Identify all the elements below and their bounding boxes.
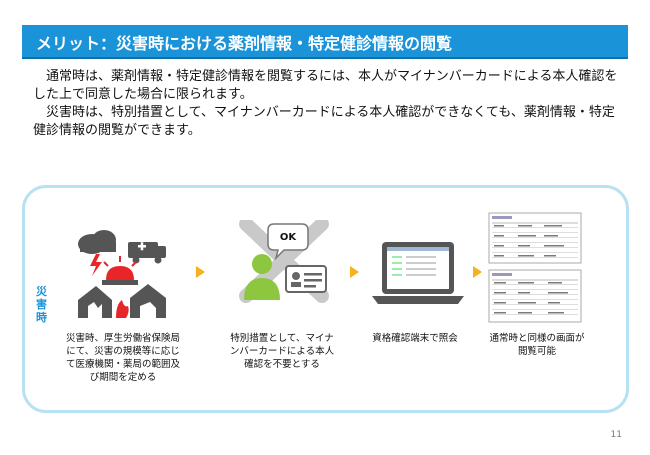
paragraph-disaster: 災害時は、特別措置として、マイナンバーカードによる本人確認ができなくても、薬剤情…: [33, 105, 615, 138]
paragraph-normal: 通常時は、薬剤情報・特定健診情報を閲覧するには、本人がマイナンバーカードによる本…: [33, 69, 618, 102]
step-4-caption: 通常時と同様の画面が閲覧可能: [489, 333, 585, 357]
flow-arrow-1: [196, 266, 205, 278]
step-1-caption: 災害時、厚生労働省保険局にて、災害の規模等に応じて医療機関・薬局の範囲及び期間を…: [65, 333, 180, 383]
page-number: 11: [610, 430, 622, 440]
screen-documents-icon: [488, 212, 582, 323]
disaster-side-label: 災害時: [36, 285, 47, 324]
step-3-caption: 資格確認端末で照会: [372, 333, 458, 344]
ok-bubble-text: OK: [279, 232, 297, 243]
flow-arrow-2: [350, 266, 359, 278]
no-card-check-icon: [239, 220, 329, 303]
page-title: メリット：災害時における薬剤情報・特定健診情報の閲覧: [36, 34, 453, 53]
title-bar: メリット：災害時における薬剤情報・特定健診情報の閲覧: [22, 25, 628, 59]
flow-arrow-3: [473, 266, 482, 278]
disaster-icon: [78, 230, 166, 318]
body-text: 通常時は、薬剤情報・特定健診情報を閲覧するには、本人がマイナンバーカードによる本…: [33, 68, 623, 140]
laptop-icon: [372, 242, 464, 304]
step-2-caption: 特別措置として、マイナンバーカードによる本人確認を不要とする: [229, 333, 335, 370]
